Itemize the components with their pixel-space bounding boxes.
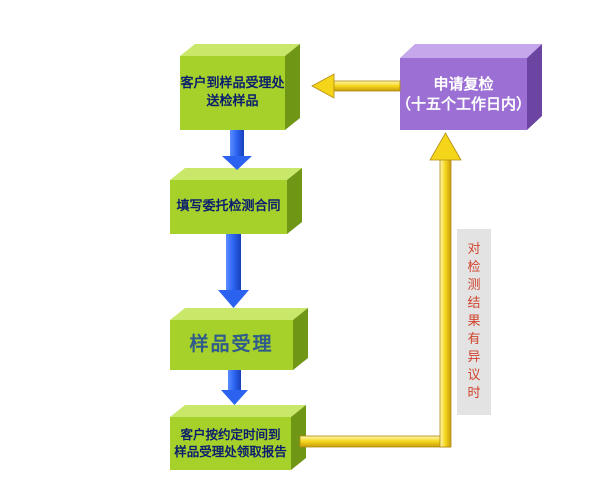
note-char: 时: [467, 386, 481, 401]
arrow-recheck-to-deliver: [311, 73, 401, 99]
recheck-box: [400, 44, 542, 130]
step-label-accept: 样品受理: [189, 333, 274, 356]
step-label-deliver: 客户到样品受理处 送检样品: [180, 76, 285, 109]
feedback-path: [299, 132, 462, 448]
step-box-accept: [170, 308, 308, 370]
step-box-deliver: [180, 44, 300, 130]
note-char: 结: [467, 296, 481, 311]
recheck-label: 申请复检 （十五个工作日内）: [396, 74, 532, 113]
step-box-pickup: [170, 405, 306, 470]
note-char: 果: [467, 314, 481, 329]
note-char: 议: [467, 368, 481, 383]
arrow-down-2: [218, 234, 249, 308]
step-label-pickup: 客户按约定时间到 样品受理处领取报告: [174, 426, 287, 459]
arrow-down-1: [222, 130, 252, 170]
note-char: 测: [467, 278, 481, 293]
arrow-down-3: [221, 370, 248, 405]
note-char: 有: [467, 332, 481, 347]
step-label-contract: 填写委托检测合同: [176, 199, 281, 215]
dispute-note: 对 检 测 结 果 有 异 议 时: [457, 229, 491, 415]
note-char: 异: [467, 350, 481, 365]
step-box-contract: [170, 168, 302, 234]
note-char: 对: [467, 242, 481, 257]
note-char: 检: [467, 260, 481, 275]
